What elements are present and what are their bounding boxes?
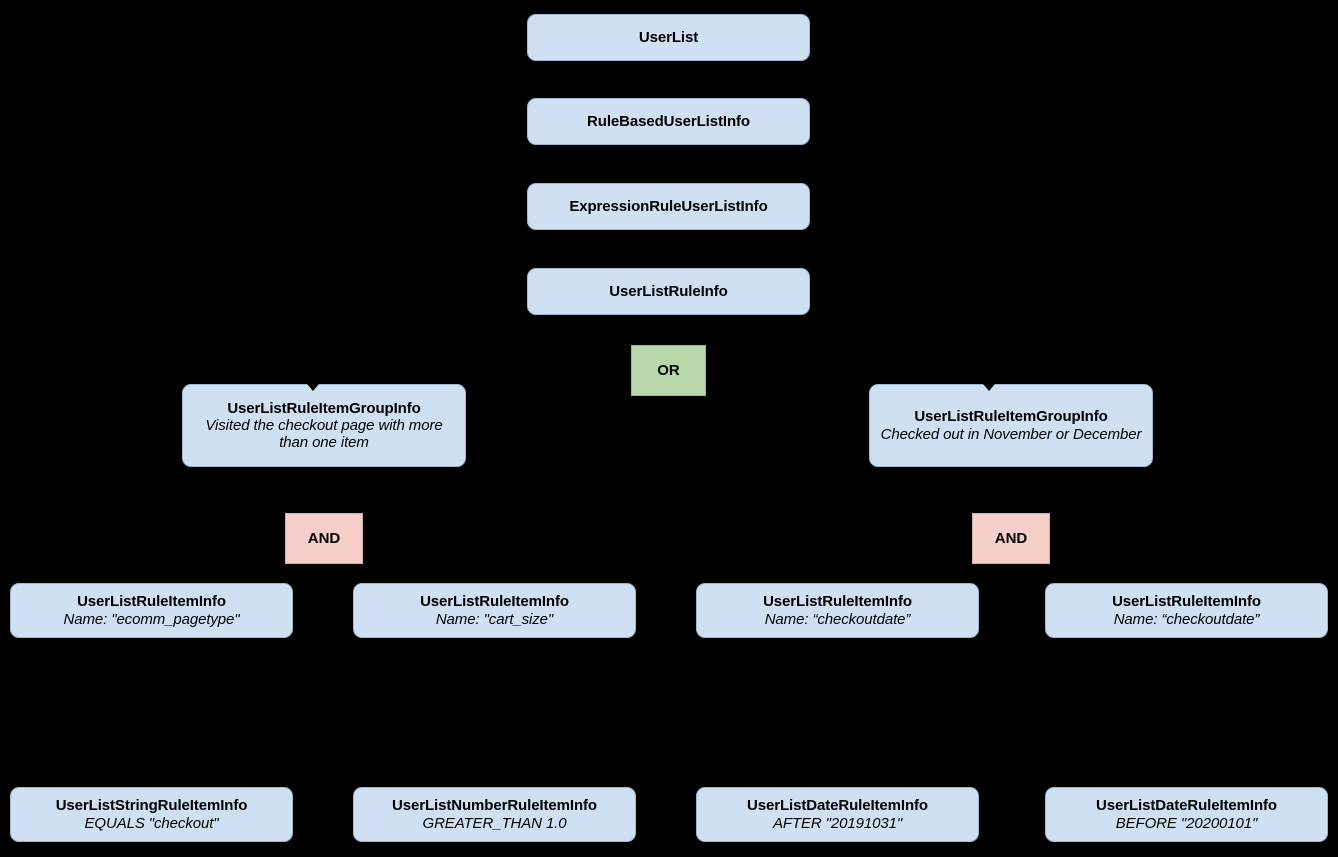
operator-label: AND bbox=[994, 529, 1028, 547]
node-title: UserListRuleInfo bbox=[609, 282, 728, 300]
node-item-checkoutdate-after[interactable]: UserListRuleItemInfo Name: “checkoutdate… bbox=[696, 583, 979, 638]
node-group-left[interactable]: UserListRuleItemGroupInfo Visited the ch… bbox=[182, 384, 466, 467]
node-userlistruleinfo[interactable]: UserListRuleInfo bbox=[527, 268, 810, 315]
node-title: UserList bbox=[638, 28, 699, 46]
node-title: UserListRuleItemInfo bbox=[77, 593, 226, 611]
node-title: UserListStringRuleItemInfo bbox=[55, 797, 248, 815]
node-title: UserListRuleItemInfo bbox=[763, 593, 912, 611]
node-subtitle: Visited the checkout page with more than… bbox=[205, 416, 443, 452]
node-subtitle: Name: "cart_size" bbox=[435, 610, 554, 628]
node-title: UserListRuleItemInfo bbox=[1112, 593, 1261, 611]
edge-and-right-to-item-before bbox=[1050, 537, 1187, 583]
operator-and-right[interactable]: AND bbox=[972, 513, 1050, 564]
node-subtitle: EQUALS "checkout" bbox=[84, 814, 219, 832]
node-date-rule-after[interactable]: UserListDateRuleItemInfo AFTER "20191031… bbox=[696, 787, 979, 842]
node-title: RuleBasedUserListInfo bbox=[587, 112, 750, 130]
node-title: ExpressionRuleUserListInfo bbox=[569, 197, 768, 215]
edge-and-left-to-item-ecomm bbox=[150, 537, 285, 583]
node-title: UserListDateRuleItemInfo bbox=[747, 797, 928, 815]
node-title: UserListRuleItemGroupInfo bbox=[914, 408, 1108, 426]
node-item-ecomm-pagetype[interactable]: UserListRuleItemInfo Name: "ecomm_pagety… bbox=[10, 583, 293, 638]
node-subtitle: Name: “checkoutdate” bbox=[764, 610, 911, 628]
operator-or[interactable]: OR bbox=[631, 345, 706, 396]
edge-or-to-group-right bbox=[706, 370, 1012, 384]
node-string-rule-equals-checkout[interactable]: UserListStringRuleItemInfo EQUALS "check… bbox=[10, 787, 293, 842]
operator-and-left[interactable]: AND bbox=[285, 513, 363, 564]
node-item-cart-size[interactable]: UserListRuleItemInfo Name: "cart_size" bbox=[353, 583, 636, 638]
node-rulebaseduserlistinfo[interactable]: RuleBasedUserListInfo bbox=[527, 98, 810, 145]
node-subtitle: GREATER_THAN 1.0 bbox=[422, 814, 567, 832]
node-number-rule-greater-than[interactable]: UserListNumberRuleItemInfo GREATER_THAN … bbox=[353, 787, 636, 842]
node-subtitle: Name: "ecomm_pagetype" bbox=[63, 610, 240, 628]
operator-label: OR bbox=[657, 361, 680, 379]
node-title: UserListRuleItemGroupInfo bbox=[227, 399, 421, 417]
node-subtitle: Checked out in November or December bbox=[880, 425, 1142, 443]
node-subtitle: Name: “checkoutdate” bbox=[1113, 610, 1260, 628]
operator-label: AND bbox=[307, 529, 341, 547]
node-expressionruleuserlistinfo[interactable]: ExpressionRuleUserListInfo bbox=[527, 183, 810, 230]
edge-and-right-to-item-after bbox=[836, 537, 972, 583]
node-item-checkoutdate-before[interactable]: UserListRuleItemInfo Name: “checkoutdate… bbox=[1045, 583, 1328, 638]
node-date-rule-before[interactable]: UserListDateRuleItemInfo BEFORE "2020010… bbox=[1045, 787, 1328, 842]
node-subtitle: BEFORE "20200101" bbox=[1115, 814, 1258, 832]
edge-and-left-to-item-cart bbox=[363, 537, 495, 583]
node-subtitle: AFTER "20191031" bbox=[772, 814, 903, 832]
edge-or-to-group-left bbox=[323, 370, 631, 384]
node-title: UserListRuleItemInfo bbox=[420, 593, 569, 611]
node-group-right[interactable]: UserListRuleItemGroupInfo Checked out in… bbox=[869, 384, 1153, 467]
node-userlist[interactable]: UserList bbox=[527, 14, 810, 61]
node-title: UserListNumberRuleItemInfo bbox=[392, 797, 597, 815]
node-title: UserListDateRuleItemInfo bbox=[1096, 797, 1277, 815]
